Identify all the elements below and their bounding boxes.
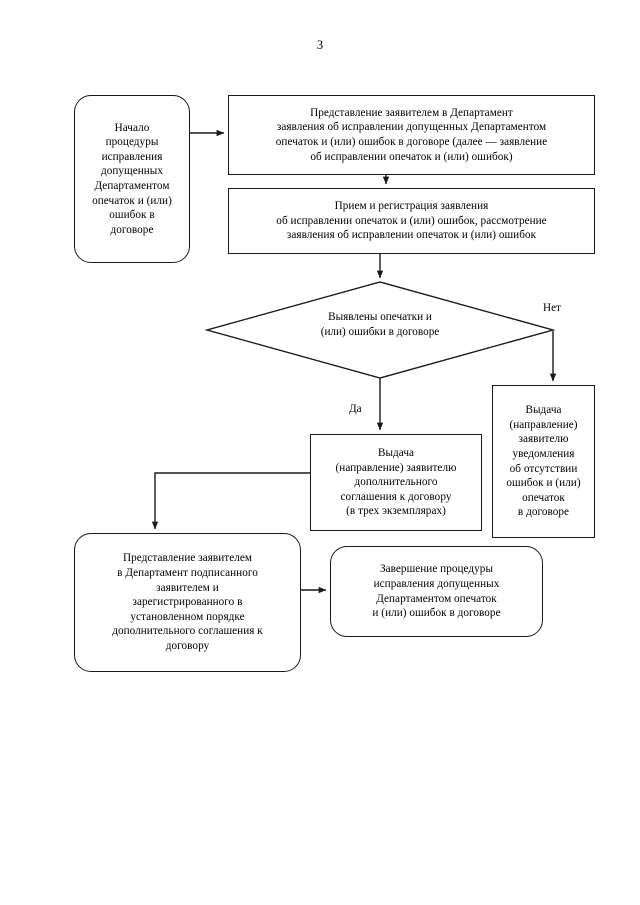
node-resubmit-signed-agreement: Представление заявителем в Департамент п… (74, 533, 301, 672)
branch-label-yes: Да (349, 403, 362, 415)
page-number: 3 (316, 38, 324, 52)
node-register-application: Прием и регистрация заявления об исправл… (228, 188, 595, 254)
node-notice-no-errors: Выдача (направление) заявителю уведомлен… (492, 385, 595, 538)
node-submit-application: Представление заявителем в Департамент з… (228, 95, 595, 175)
node-decision-label: Выявлены опечатки и (или) ошибки в догов… (320, 311, 440, 338)
branch-label-no: Нет (543, 302, 561, 314)
node-issue-supplementary-agreement: Выдача (направление) заявителю дополните… (310, 434, 482, 531)
connector-issue-to-resubmit (151, 472, 310, 530)
node-start: Начало процедуры исправления допущенных … (74, 95, 190, 263)
node-finish: Завершение процедуры исправления допущен… (330, 546, 543, 637)
